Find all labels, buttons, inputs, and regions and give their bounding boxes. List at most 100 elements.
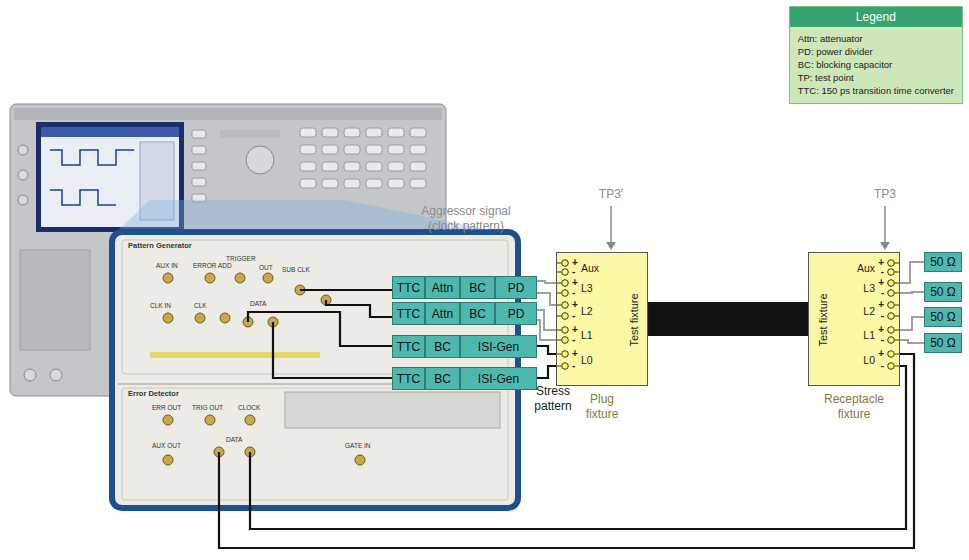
lane-name: Aux (581, 263, 599, 273)
box-label: 50 Ω (930, 310, 956, 324)
box-label: TTC (397, 340, 420, 354)
polarity-sign: - (881, 267, 884, 277)
pin-circle (562, 290, 569, 297)
box-label: BC (434, 340, 451, 354)
box-label: ISI-Gen (478, 372, 519, 386)
component-box: BC (425, 335, 460, 358)
cable-connector (648, 302, 808, 336)
signal-wire (900, 292, 924, 293)
legend-row: PD: power divider (798, 45, 954, 58)
box-label: Attn (432, 307, 453, 321)
component-box: TTC (392, 335, 425, 358)
pin-lead (556, 292, 562, 293)
pin-circle (888, 327, 895, 334)
polarity-sign: - (881, 288, 884, 298)
signal-wire (537, 346, 556, 354)
box-label: TTC (397, 281, 420, 295)
signal-wire (537, 366, 556, 378)
component-box: Attn (425, 302, 460, 325)
polarity-sign: + (572, 278, 578, 288)
pin-circle (562, 327, 569, 334)
legend-text: PD: power divider (798, 45, 873, 58)
legend-row: Attn: attenuator (798, 32, 954, 45)
pin-lead (895, 304, 901, 305)
panel-label: AUX OUT (152, 442, 181, 450)
annotation-label: TP3′ (591, 187, 631, 202)
lane-name: L2 (581, 306, 593, 316)
panel-label: OUT (259, 264, 273, 272)
pin-circle (888, 260, 895, 267)
pin-circle (888, 351, 895, 358)
component-box: Attn (425, 276, 460, 299)
legend-text: TTC: 150 ps transition time converter (798, 84, 954, 97)
panel-label: TRIGGER (226, 255, 256, 263)
polarity-sign: + (878, 325, 884, 335)
legend-row: TTC: 150 ps transition time converter (798, 84, 954, 97)
panel-label: CLK IN (150, 302, 171, 310)
panel-label: DATA (250, 300, 266, 308)
signal-wire (900, 262, 924, 283)
polarity-sign: + (878, 278, 884, 288)
box-label: TTC (397, 307, 420, 321)
panel-label: CLK (194, 302, 207, 310)
pin-circle (888, 290, 895, 297)
box-label: 50 Ω (930, 285, 956, 299)
legend-text: TP: test point (798, 71, 854, 84)
pin-lead (895, 315, 901, 316)
pin-lead (556, 315, 562, 316)
pin-circle (888, 269, 895, 276)
polarity-sign: - (881, 311, 884, 321)
pin-lead (895, 353, 901, 354)
annotation-label: Stress pattern (529, 384, 577, 414)
test-fixture: Test fixturePlug fixtureAux+-L3+-L2+-L1+… (556, 252, 648, 386)
lane-name: L2 (863, 306, 875, 316)
signal-wire (537, 293, 556, 305)
pin-circle (562, 302, 569, 309)
pin-circle (888, 302, 895, 309)
lane-name: L0 (581, 355, 593, 365)
polarity-sign: - (572, 288, 575, 298)
pin-circle (888, 363, 895, 370)
legend-text: BC: blocking capacitor (798, 58, 893, 71)
panel-label: ERROR ADD (193, 262, 232, 270)
panel-label: Error Detector (128, 390, 179, 399)
pin-circle (888, 313, 895, 320)
pin-circle (562, 363, 569, 370)
panel-label: AUX IN (156, 262, 178, 270)
legend-box: LegendAttn: attenuatorPD: power dividerB… (789, 6, 963, 104)
polarity-sign: - (572, 267, 575, 277)
pin-lead (895, 329, 901, 330)
front-panel (112, 232, 518, 508)
signal-wire (900, 340, 924, 343)
component-box: ISI-Gen (460, 335, 537, 358)
component-box: TTC (392, 302, 425, 325)
polarity-sign: - (572, 361, 575, 371)
component-box: TTC (392, 276, 425, 299)
termination-box: 50 Ω (924, 282, 962, 302)
box-label: BC (469, 307, 486, 321)
box-label: BC (469, 281, 486, 295)
pin-circle (562, 313, 569, 320)
pin-lead (556, 353, 562, 354)
legend-title: Legend (856, 10, 896, 24)
signal-wire (537, 281, 556, 283)
signal-wire (900, 317, 924, 330)
pin-circle (562, 351, 569, 358)
panel-label: SUB CLK (282, 266, 310, 274)
pin-circle (562, 260, 569, 267)
panel-label: DATA (226, 436, 242, 444)
pin-lead (556, 329, 562, 330)
panel-label: TRIG OUT (192, 404, 223, 412)
lane-name: L3 (581, 283, 593, 293)
component-box: ISI-Gen (460, 367, 537, 390)
polarity-sign: + (572, 325, 578, 335)
pin-lead (895, 292, 901, 293)
polarity-sign: - (572, 311, 575, 321)
pin-circle (562, 337, 569, 344)
termination-box: 50 Ω (924, 307, 962, 327)
fixture-caption: Plug fixture (578, 392, 626, 422)
lane-name: L1 (581, 330, 593, 340)
panel-label: GATE IN (345, 442, 371, 450)
component-box: BC (425, 367, 460, 390)
